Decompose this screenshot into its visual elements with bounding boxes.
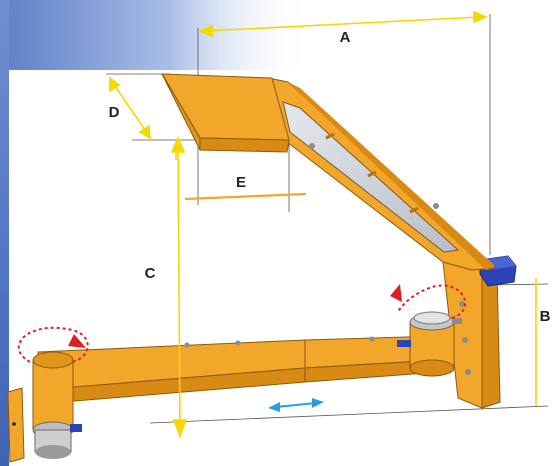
left-pivot-column [32, 351, 82, 459]
label-b: B [540, 308, 551, 325]
dimension-e-line [184, 192, 307, 201]
label-d: D [109, 104, 120, 121]
backdrop-top [0, 0, 310, 70]
horizontal-arm [37, 335, 441, 405]
diagonal-roof [267, 77, 497, 271]
right-pivot-column [397, 311, 462, 377]
rotation-arrow-icon [17, 326, 89, 363]
label-e: E [236, 174, 246, 191]
dimension-d-line [112, 82, 148, 134]
label-a: A [340, 29, 351, 46]
dimension-lines [109, 10, 537, 439]
dimension-c-line [177, 145, 181, 429]
label-c: C [145, 265, 156, 282]
wall-plate [442, 261, 501, 409]
slide-arrow-icon [268, 398, 324, 412]
dimension-a-line [205, 16, 481, 32]
backdrop-left [0, 0, 9, 466]
rotation-arrow-icon [390, 284, 466, 319]
top-canopy [161, 73, 290, 153]
left-wall-plate [7, 387, 25, 463]
